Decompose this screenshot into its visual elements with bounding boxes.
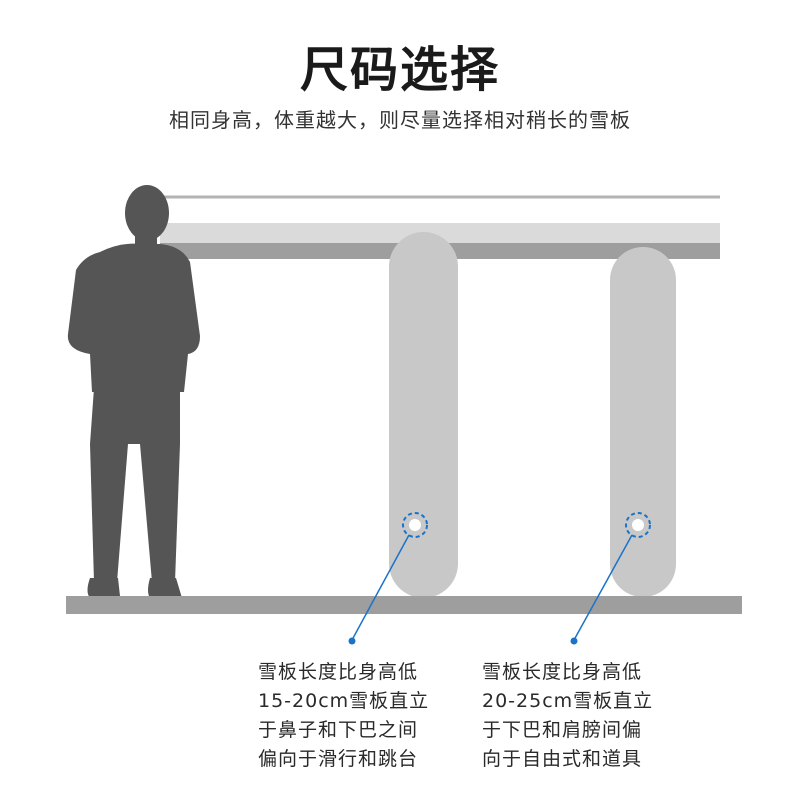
floor — [66, 596, 742, 614]
callout-dot — [409, 519, 421, 531]
note-line: 偏向于滑行和跳台 — [258, 748, 419, 770]
callout-ring — [402, 512, 428, 538]
note-line: 15-20cm雪板直立 — [258, 690, 430, 712]
snowboard-long — [389, 232, 458, 598]
size-note-short-board: 雪板长度比身高低 20-25cm雪板直立 于下巴和肩膀间偏 向于自由式和道具 — [482, 658, 653, 774]
callout-ring — [625, 512, 651, 538]
callout-dot — [632, 519, 644, 531]
size-note-long-board: 雪板长度比身高低 15-20cm雪板直立 于鼻子和下巴之间 偏向于滑行和跳台 — [258, 658, 429, 774]
callout-anchor — [570, 637, 578, 645]
callout-leader — [573, 534, 633, 641]
person-silhouette — [67, 185, 200, 598]
snowboard-short — [610, 247, 676, 597]
note-line: 20-25cm雪板直立 — [482, 690, 654, 712]
note-line: 向于自由式和道具 — [482, 748, 643, 770]
page-subtitle: 相同身高，体重越大，则尽量选择相对稍长的雪板 — [169, 108, 631, 132]
page-title: 尺码选择 — [299, 42, 500, 98]
note-line: 于鼻子和下巴之间 — [258, 719, 419, 741]
callout-long-board — [348, 512, 428, 645]
callout-short-board — [570, 512, 651, 645]
callout-anchor — [348, 637, 356, 645]
note-line: 于下巴和肩膀间偏 — [482, 719, 643, 741]
callout-leader — [351, 534, 410, 641]
height-reference-band-light — [160, 223, 720, 243]
note-line: 雪板长度比身高低 — [482, 661, 643, 683]
note-line: 雪板长度比身高低 — [258, 661, 419, 683]
